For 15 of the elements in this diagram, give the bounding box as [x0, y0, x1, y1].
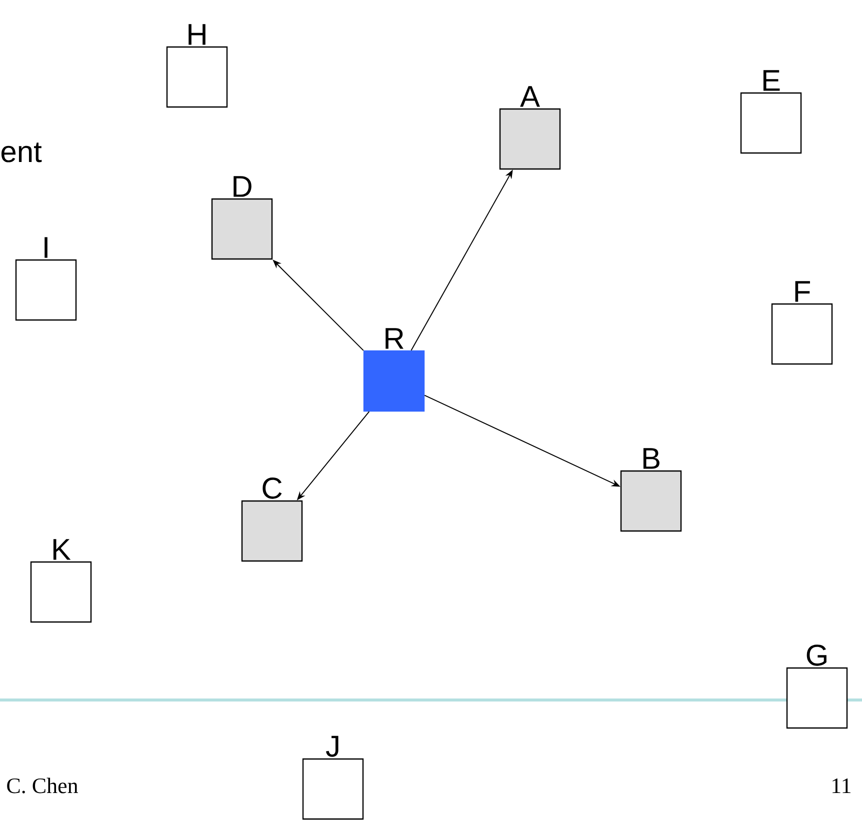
heading-text: ent: [1, 142, 42, 162]
page-number: 11: [832, 778, 850, 793]
box-label: C: [262, 478, 282, 499]
box-label: D: [234, 176, 252, 197]
box-label: F: [795, 281, 810, 302]
box-label: R: [386, 328, 404, 349]
author-name: C. Chen: [7, 778, 78, 794]
box-label: E: [763, 70, 780, 91]
box-label: I: [44, 237, 48, 258]
box-label: G: [806, 644, 826, 666]
box-label: A: [520, 86, 540, 107]
box-label: J: [326, 736, 338, 757]
box-label: B: [643, 448, 660, 469]
box-label: K: [53, 539, 71, 560]
box-label: H: [188, 24, 206, 45]
